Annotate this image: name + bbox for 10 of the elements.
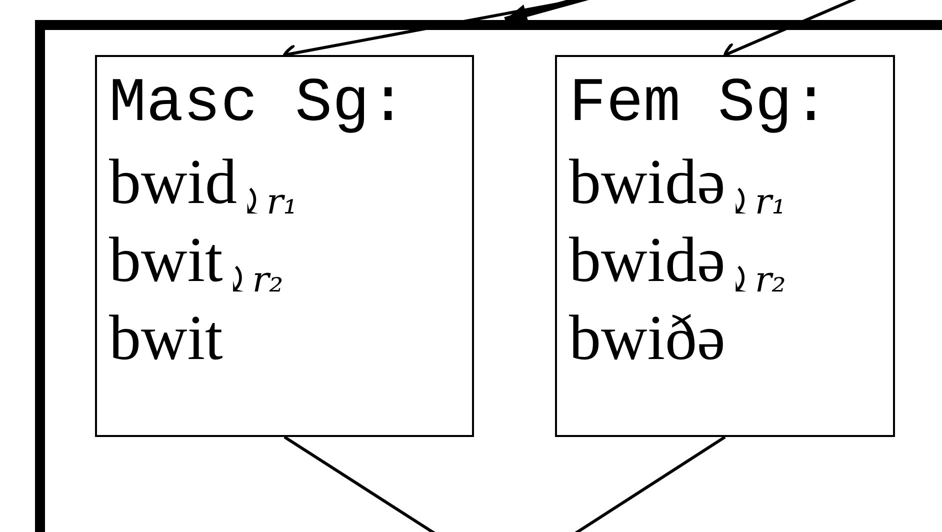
word-form: bwit <box>109 301 224 375</box>
form-heading: Masc Sg: <box>109 67 408 141</box>
form-box <box>95 55 474 437</box>
word-form: bwit$_{⤸r₂}$ <box>109 223 284 299</box>
form-box <box>555 55 895 437</box>
word-form: bwidə$_{⤸r₁}$ <box>569 145 787 221</box>
word-form: bwid$_{⤸r₁}$ <box>109 145 298 221</box>
form-heading: Fem Sg: <box>569 67 830 141</box>
word-form: bwiðə <box>569 301 726 375</box>
word-form: bwidə$_{⤸r₂}$ <box>569 223 787 299</box>
